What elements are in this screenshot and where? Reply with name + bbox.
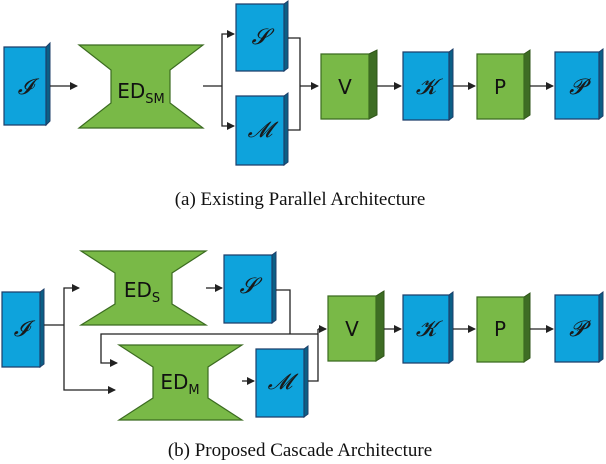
- arrow-input-to-edm: [63, 325, 116, 394]
- s-block-b: 𝓢: [223, 251, 277, 324]
- v-label-b: V: [345, 317, 359, 341]
- k-block-b: 𝓚: [402, 291, 454, 364]
- encoder-sm-subscript: SM: [145, 92, 164, 107]
- svg-text:EDM: EDM: [160, 370, 199, 398]
- svg-text:EDS: EDS: [124, 278, 160, 306]
- arrow-to-s-a: [221, 30, 235, 86]
- encoder-s-label: ED: [124, 278, 152, 302]
- m-block-b: 𝓜: [255, 345, 309, 418]
- p-block-b: P: [476, 292, 531, 363]
- connector-s-down: [276, 289, 291, 334]
- caption-a: (a) Existing Parallel Architecture: [175, 189, 426, 210]
- encoder-decoder-m: EDM: [116, 344, 245, 421]
- encoder-m-subscript: M: [188, 383, 199, 398]
- input-block-b: 𝓘: [1, 288, 45, 368]
- arrow-input-to-eds: [63, 284, 80, 325]
- output-block-a: 𝓟: [554, 48, 604, 120]
- encoder-sm-label: ED: [117, 79, 145, 103]
- p-label-b: P: [494, 317, 506, 341]
- encoder-m-label: ED: [160, 370, 188, 394]
- caption-b: (b) Proposed Cascade Architecture: [168, 440, 432, 461]
- connector-s-merge-a: [288, 37, 301, 86]
- v-block-b: V: [327, 290, 385, 362]
- arrow-to-m-a: [221, 86, 235, 130]
- encoder-decoder-sm: EDSM: [77, 44, 205, 129]
- encoder-s-subscript: S: [152, 291, 160, 306]
- input-block-a: 𝓘: [3, 41, 51, 127]
- p-block-a: P: [476, 49, 531, 120]
- svg-text:EDSM: EDSM: [117, 79, 165, 107]
- arrow-s-to-edm: [100, 333, 290, 367]
- connector-m-merge-b: [308, 329, 319, 382]
- output-block-b: 𝓟: [554, 291, 604, 363]
- v-block-a: V: [320, 49, 378, 120]
- encoder-decoder-s: EDS: [78, 250, 209, 326]
- v-label-a: V: [338, 75, 352, 99]
- p-label-a: P: [494, 75, 506, 99]
- s-block-a: 𝓢: [235, 0, 289, 72]
- parallel-architecture: 𝓘 EDSM 𝓢 𝓜: [3, 0, 604, 210]
- k-block-a: 𝓚: [402, 48, 454, 121]
- cascade-architecture: 𝓘 EDS 𝓢 EDM: [1, 250, 604, 461]
- m-block-a: 𝓜: [235, 92, 289, 166]
- connector-m-merge-a: [288, 86, 301, 131]
